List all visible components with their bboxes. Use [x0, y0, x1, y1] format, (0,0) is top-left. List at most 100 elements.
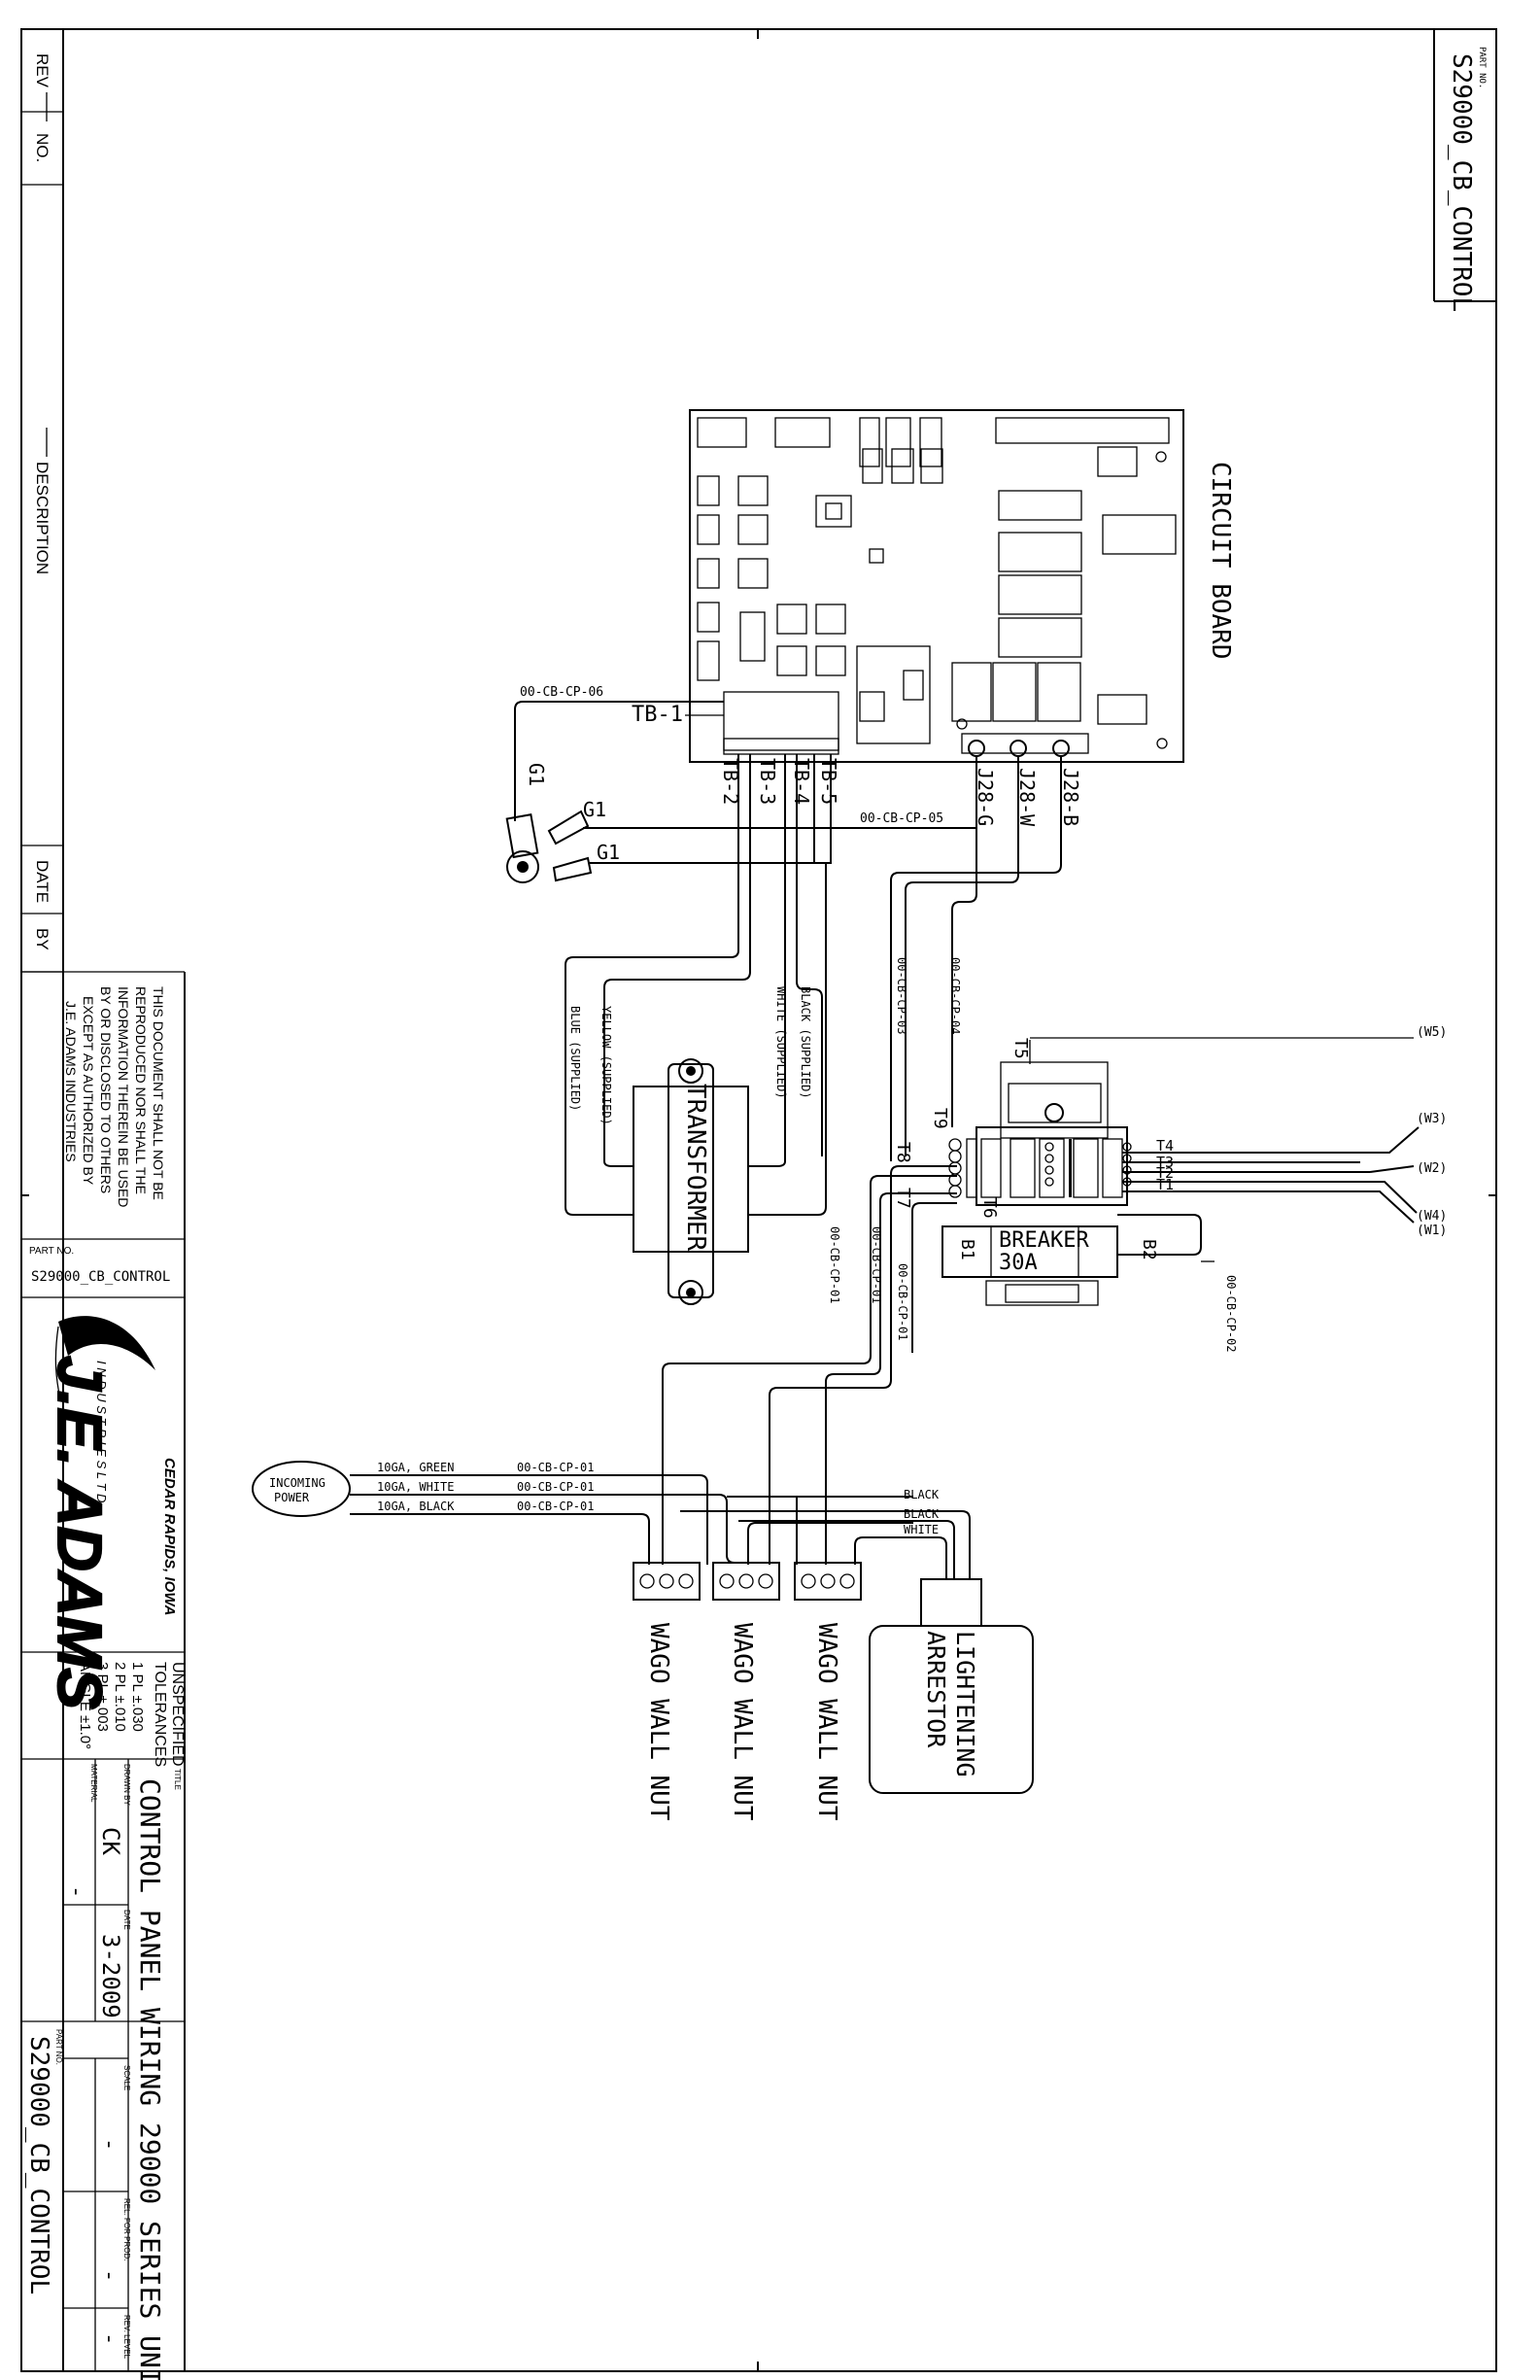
part-caption: PART NO.	[54, 2029, 63, 2065]
wago-wall-nut: WAGO WALL NUT	[633, 1562, 701, 1821]
drawing-title: CONTROL PANEL WIRING 29000 SERIES UNITS	[134, 1778, 166, 2380]
terminal-t1: T1	[1156, 1176, 1174, 1193]
notice-line: INFORMATION THEREIN BE USED	[116, 986, 131, 1207]
tb1-label: TB-1	[632, 703, 683, 727]
terminal-t2: T2	[1156, 1164, 1174, 1182]
transformer-wire-blue: BLUE (SUPPLIED)	[568, 1006, 582, 1111]
arrestor-label: ARRESTOR	[922, 1631, 950, 1748]
part-value: S29000_CB_CONTROL	[24, 2036, 53, 2294]
tolerances-heading: TOLERANCES	[152, 1662, 168, 1767]
no-header: NO.	[33, 133, 51, 162]
wire-code-cp05: 00-CB-CP-05	[860, 811, 943, 826]
circuit-board-label: CIRCUIT BOARD	[1206, 462, 1235, 660]
arrestor-label: LIGHTENING	[951, 1631, 979, 1777]
tolerances-block: UNSPECIFIED TOLERANCES 1 PL ±.030 2 PL ±…	[77, 1662, 186, 1767]
wago-label: WAGO WALL NUT	[812, 1623, 841, 1821]
ground-label: G1	[583, 798, 606, 821]
terminal-t4: T4	[1156, 1137, 1174, 1155]
terminal-t3: T3	[1156, 1154, 1174, 1171]
company-location: CEDAR RAPIDS, IOWA	[161, 1458, 178, 1616]
logo-text: J.E. ADAMS	[45, 1356, 115, 1709]
power-wire-green: 10GA, GREEN	[377, 1461, 454, 1474]
output-w2: (W2)	[1417, 1161, 1447, 1176]
terminal-t9: T9	[930, 1108, 950, 1129]
output-w4: (W4)	[1417, 1209, 1447, 1224]
wire-code-cp01: 00-CB-CP-01	[517, 1461, 594, 1474]
by-header: BY	[33, 928, 51, 950]
wago-wall-nut: WAGO WALL NUT	[712, 1562, 780, 1821]
arrestor-wire-black: BLACK	[904, 1507, 940, 1521]
circuit-board: CIRCUIT BOARD TB-1	[632, 409, 1235, 763]
wire-code-cp01: 00-CB-CP-01	[828, 1226, 841, 1303]
transformer-wire-white: WHITE (SUPPLIED)	[774, 986, 788, 1099]
wire-code-cp01: 00-CB-CP-01	[896, 1263, 909, 1340]
wire-code-cp03: 00-CB-CP-03	[895, 957, 908, 1034]
title-caption: TITLE	[173, 1769, 182, 1790]
rev-level-value: -	[97, 2332, 121, 2345]
breaker-b2: B2	[1139, 1239, 1159, 1260]
arrestor-wire-white: WHITE	[904, 1523, 939, 1536]
part-no-field: PART NO. S29000_CB_CONTROL	[29, 1246, 170, 1285]
terminal-block: T1 T2 T3 T4 T5 T6 T7 T8 T9	[893, 1037, 1414, 1219]
wire-code-cp01: 00-CB-CP-01	[517, 1480, 594, 1494]
j28-b-label: J28-B	[1059, 768, 1082, 826]
notice-line: REPRODUCED NOR SHALL THE	[133, 986, 149, 1194]
part-number-box-caption: PART NO.	[1477, 47, 1487, 88]
rel-value: -	[97, 2269, 121, 2282]
date-caption: DATE	[122, 1910, 131, 1930]
scale-value: -	[97, 2138, 121, 2151]
rel-caption: REL. FOR PROD.	[122, 2198, 131, 2260]
wire-code-cp02: 00-CB-CP-02	[1224, 1275, 1238, 1352]
output-labels: (W5) (W3) (W2) (W4) (W1)	[1369, 1025, 1447, 1238]
tolerance-line: 2 PL ±.010	[112, 1662, 128, 1732]
transformer-label: TRANSFORMER	[681, 1084, 710, 1252]
ground-lug: G1 G1 G1	[505, 763, 620, 883]
tb3-label: TB-3	[756, 758, 779, 805]
output-w3: (W3)	[1417, 1112, 1447, 1126]
incoming-power-label: POWER	[274, 1491, 310, 1504]
drawn-by-value: CK	[97, 1827, 124, 1855]
rev-header: REV	[33, 53, 51, 88]
incoming-power: INCOMING POWER 10GA, GREEN 10GA, WHITE 1…	[252, 1461, 455, 1517]
wire-code-labels: 00-CB-CP-06 00-CB-CP-05 00-CB-CP-03 00-C…	[517, 685, 1238, 1513]
notice-line: EXCEPT AS AUTHORIZED BY	[81, 996, 96, 1186]
tb-terminals: TB-2 TB-3 TB-4 TB-5	[719, 758, 840, 805]
notice-block: THIS DOCUMENT SHALL NOT BE REPRODUCED NO…	[21, 971, 186, 2371]
part-no-caption: PART NO.	[29, 1246, 74, 1257]
terminal-t7: T7	[893, 1188, 913, 1209]
notice-line: THIS DOCUMENT SHALL NOT BE	[151, 986, 166, 1200]
wire-code-cp06: 00-CB-CP-06	[520, 685, 603, 700]
lightening-arrestor: LIGHTENING ARRESTOR	[869, 1578, 1034, 1794]
wago-wall-nut: WAGO WALL NUT	[794, 1562, 862, 1821]
terminal-t8: T8	[893, 1142, 913, 1163]
terminal-t6: T6	[979, 1197, 1000, 1219]
revision-strip: REV NO. DESCRIPTION DATE BY	[21, 53, 63, 973]
description-header: DESCRIPTION	[33, 462, 51, 574]
drawn-by-caption: DRAWN BY	[122, 1764, 131, 1806]
breaker-label: BREAKER	[999, 1228, 1089, 1253]
j28-jacks: J28-G J28-W J28-B	[974, 768, 1082, 827]
transformer-wire-black: BLACK (SUPPLIED)	[799, 986, 812, 1099]
terminal-block-screws	[948, 1138, 1132, 1198]
output-w5: (W5)	[1417, 1025, 1447, 1040]
wago-wall-nuts: WAGO WALL NUT WAGO WALL NUT WAGO WALL NU…	[633, 1562, 862, 1821]
sheet-border	[20, 28, 1497, 2372]
ground-label: G1	[597, 841, 620, 864]
tolerance-line: 1 PL ±.030	[129, 1662, 146, 1732]
material-value: -	[64, 1885, 88, 1898]
power-wire-white: 10GA, WHITE	[377, 1480, 454, 1494]
arrestor-wire-labels: BLACK BLACK WHITE	[904, 1488, 940, 1536]
wire-code-cp04: 00-CB-CP-04	[948, 957, 962, 1034]
transformer-wire-yellow: YELLOW (SUPPLIED)	[599, 1006, 613, 1125]
terminal-t5: T5	[1010, 1038, 1031, 1059]
tb4-label: TB-4	[790, 758, 813, 805]
output-w1: (W1)	[1417, 1224, 1447, 1238]
wago-label: WAGO WALL NUT	[644, 1623, 673, 1821]
power-wire-black: 10GA, BLACK	[377, 1500, 455, 1513]
date-header: DATE	[33, 860, 51, 903]
breaker-b1: B1	[957, 1239, 977, 1260]
notice-line: J.E. ADAMS INDUSTRIES	[63, 1001, 79, 1162]
tolerances-heading: UNSPECIFIED	[169, 1662, 186, 1767]
logo-subtext: I N D U S T R I E S L T D	[94, 1361, 109, 1502]
